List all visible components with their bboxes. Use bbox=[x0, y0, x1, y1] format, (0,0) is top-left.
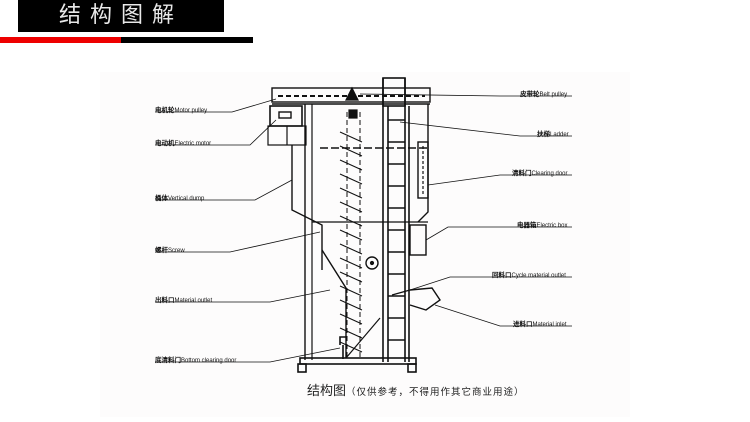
clearing-door bbox=[417, 141, 429, 199]
ladder bbox=[382, 77, 410, 362]
caption-note: （仅供参考，不得用作其它商业用途） bbox=[346, 387, 525, 398]
label-cn: 进料口 bbox=[513, 321, 533, 328]
label-cn: 皮带轮 bbox=[520, 91, 540, 98]
label-cn: 底清料门 bbox=[155, 357, 181, 364]
label-cn: 桶体 bbox=[155, 195, 168, 202]
label-en: Material inlet bbox=[532, 322, 567, 328]
label-en: Material outlet bbox=[174, 298, 213, 304]
label-cycle-material-outlet: 回料口Cycle material outlet bbox=[492, 269, 566, 279]
label-en: Motor pulley bbox=[174, 108, 208, 114]
label-ladder: 扶梯Ladder bbox=[537, 128, 569, 138]
leader-lines-left bbox=[155, 98, 341, 363]
label-en: Belt pulley bbox=[539, 92, 568, 98]
label-electric-box: 电器箱Electric box bbox=[517, 219, 568, 229]
section-title-bar: 结构图解 bbox=[18, 0, 224, 32]
label-electric-motor: 电动机Electric motor bbox=[155, 137, 211, 147]
base-frame bbox=[297, 336, 417, 373]
label-en: Vertical dump bbox=[168, 196, 205, 202]
diagram-caption: 结构图（仅供参考，不得用作其它商业用途） bbox=[307, 380, 525, 399]
label-screw: 螺杆Screw bbox=[155, 244, 185, 254]
label-material-inlet: 进料口Material inlet bbox=[513, 318, 567, 328]
caption-title: 结构图 bbox=[307, 384, 347, 399]
material-inlet bbox=[391, 287, 441, 311]
label-motor-pulley: 电机轮Motor pulley bbox=[155, 104, 207, 114]
label-material-outlet: 出料口Material outlet bbox=[155, 294, 212, 304]
accent-rule-red bbox=[0, 37, 121, 43]
leader-lines-right bbox=[359, 93, 572, 327]
label-bottom-clearing-door: 底清料门Bottom clearing door bbox=[155, 354, 236, 364]
label-en: Cycle material outlet bbox=[511, 273, 566, 279]
label-cn: 电机轮 bbox=[155, 107, 175, 114]
electric-motor bbox=[267, 105, 307, 146]
section-title: 结构图解 bbox=[58, 3, 183, 28]
label-en: Screw bbox=[168, 248, 185, 254]
label-cn: 扶梯 bbox=[537, 131, 550, 138]
diagram-frame bbox=[100, 72, 630, 417]
label-vertical-dump: 桶体Vertical dump bbox=[155, 192, 204, 202]
electric-box bbox=[409, 224, 427, 256]
label-cn: 回料口 bbox=[492, 272, 512, 279]
label-cn: 电器箱 bbox=[517, 222, 537, 229]
label-en: Electric motor bbox=[174, 141, 212, 147]
label-en: Ladder bbox=[550, 132, 569, 138]
label-en: Electric box bbox=[536, 223, 568, 229]
label-cn: 出料口 bbox=[155, 297, 175, 304]
label-clearing-door: 清料门Clearing door bbox=[512, 167, 568, 177]
label-en: Clearing door bbox=[531, 171, 568, 177]
label-cn: 螺杆 bbox=[155, 247, 168, 254]
label-cn: 电动机 bbox=[155, 140, 175, 147]
label-cn: 清料门 bbox=[512, 170, 532, 177]
label-en: Bottom clearing door bbox=[181, 358, 237, 364]
vertical-dump bbox=[291, 104, 430, 360]
screw bbox=[339, 112, 379, 360]
belt-pulley bbox=[345, 86, 359, 119]
accent-rule-black bbox=[121, 37, 253, 43]
label-belt-pulley: 皮带轮Belt pulley bbox=[520, 88, 567, 98]
